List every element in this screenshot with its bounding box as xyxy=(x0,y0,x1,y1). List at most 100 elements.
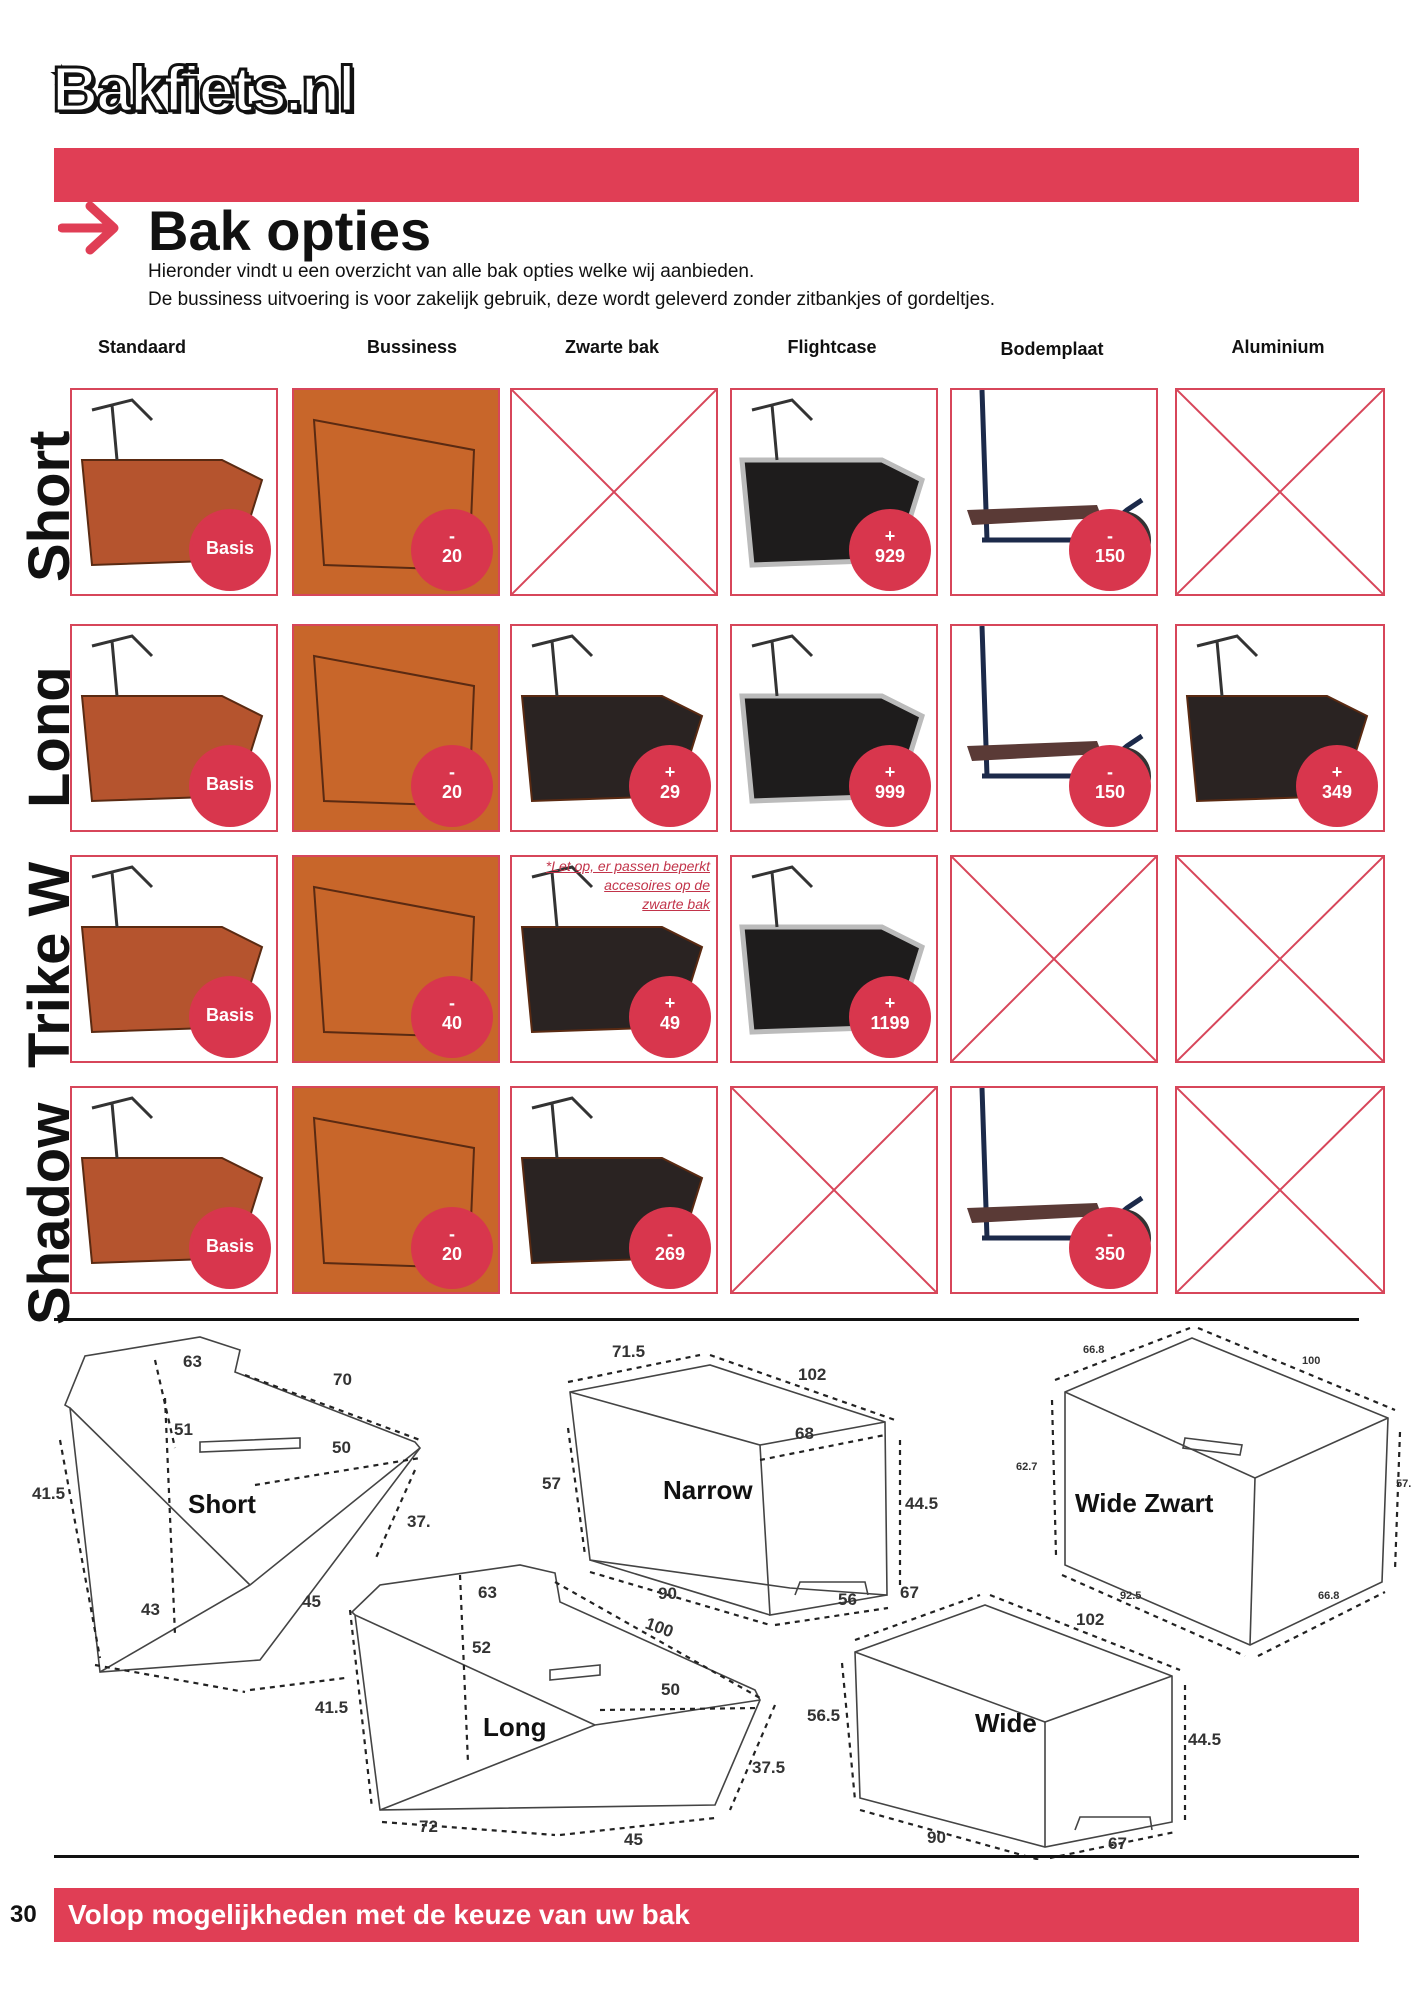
short-box-drawing xyxy=(64,1336,422,1673)
option-cell-trike-w-bussiness: -40 xyxy=(292,855,500,1063)
long-dim-8: 45 xyxy=(624,1830,643,1849)
price-badge-sign: - xyxy=(449,993,455,1013)
price-badge-value: 29 xyxy=(659,782,681,802)
option-cell-shadow-bussiness: -20 xyxy=(292,1086,500,1294)
price-badge: +49 xyxy=(632,979,708,1055)
narrow-dim-7: 56 xyxy=(838,1590,857,1609)
wide-dim-2: 102 xyxy=(1076,1610,1105,1629)
narrow-dim-3: 68 xyxy=(795,1424,814,1443)
price-badge-value: Basis xyxy=(205,774,255,794)
option-cell-long-flightcase: +999 xyxy=(730,624,938,832)
not-available-cross-icon xyxy=(512,390,716,594)
option-cell-trike-w-zwarte-bak: +49 xyxy=(510,855,718,1063)
price-badge: +999 xyxy=(852,748,928,824)
price-badge-value: 49 xyxy=(659,1013,681,1033)
short-dim-3: 51 xyxy=(174,1420,193,1439)
price-badge-value: Basis xyxy=(205,538,255,558)
wide-zwart-dim-1: 66.8 xyxy=(1083,1344,1105,1356)
price-badge-sign: - xyxy=(449,1224,455,1244)
short-dim-2: 70 xyxy=(333,1370,352,1389)
not-available-cross-icon xyxy=(952,857,1156,1061)
price-badge-sign: - xyxy=(1107,526,1113,546)
option-cell-short-flightcase: +929 xyxy=(730,388,938,596)
price-badge-sign: + xyxy=(884,526,896,546)
price-badge-sign: - xyxy=(1107,762,1113,782)
option-cell-long-aluminium: +349 xyxy=(1175,624,1385,832)
trike-note-line-3: zwarte bak xyxy=(642,896,710,912)
price-badge-sign: - xyxy=(449,526,455,546)
long-dim-4: 50 xyxy=(661,1680,680,1699)
wide-dim-6: 67 xyxy=(1108,1834,1127,1853)
wide-zwart-dim-5: 92.5 xyxy=(1120,1590,1142,1602)
option-cell-shadow-bodemplaat: -350 xyxy=(950,1086,1158,1294)
diagram-label-long: Long xyxy=(483,1712,547,1742)
wide-box-drawing xyxy=(854,1604,1173,1848)
price-badge-value: 20 xyxy=(441,1244,463,1264)
option-cell-shadow-zwarte-bak: -269 xyxy=(510,1086,718,1294)
price-badge-value: 929 xyxy=(874,546,906,566)
short-dim-7: 43 xyxy=(141,1600,160,1619)
price-badge: Basis xyxy=(192,748,268,824)
option-cell-shadow-flightcase xyxy=(730,1086,938,1294)
logo-star-icon: ★ xyxy=(50,60,74,90)
price-badge: Basis xyxy=(192,979,268,1055)
price-badge: -350 xyxy=(1072,1210,1148,1286)
brand-logo: Bakfiets.nl xyxy=(51,52,358,127)
long-dim-7: 72 xyxy=(419,1817,438,1836)
short-dim-6: 37. xyxy=(407,1512,431,1531)
price-badge-sign: + xyxy=(884,762,896,782)
wide-dim-3: 56.5 xyxy=(807,1706,841,1725)
price-badge-value: 40 xyxy=(441,1013,463,1033)
not-available-cross-icon xyxy=(732,1088,936,1292)
wide-dim-1: 67 xyxy=(900,1583,919,1602)
column-header-aluminium: Aluminium xyxy=(1231,337,1325,357)
price-badge: -20 xyxy=(414,748,490,824)
not-available-cross-icon xyxy=(1177,390,1383,594)
price-badge-value: Basis xyxy=(205,1005,255,1025)
narrow-dim-5: 44.5 xyxy=(905,1494,939,1513)
arrow-right-icon xyxy=(58,201,119,255)
not-available-cross-icon xyxy=(1177,1088,1383,1292)
long-box-drawing xyxy=(350,1564,761,1811)
diagram-label-short: Short xyxy=(188,1489,256,1519)
column-header-flightcase: Flightcase xyxy=(787,337,877,357)
price-badge-value: 20 xyxy=(441,782,463,802)
short-dim-4: 50 xyxy=(332,1438,351,1457)
price-badge-value: 350 xyxy=(1094,1244,1126,1264)
long-dim-3: 52 xyxy=(472,1638,491,1657)
price-badge: -150 xyxy=(1072,512,1148,588)
price-badge-value: Basis xyxy=(205,1236,255,1256)
narrow-dim-2: 102 xyxy=(798,1365,827,1384)
price-badge-value: 349 xyxy=(1321,782,1353,802)
price-badge-sign: + xyxy=(884,993,896,1013)
option-cell-short-zwarte-bak xyxy=(510,388,718,596)
trike-note: *Let op, er passen beperkt accesoires op… xyxy=(510,857,710,914)
narrow-dim-6: 90 xyxy=(658,1584,677,1603)
short-dim-5: 41.5 xyxy=(32,1484,66,1503)
price-badge-value: 150 xyxy=(1094,546,1126,566)
price-badge-sign: + xyxy=(664,993,676,1013)
option-cell-long-bodemplaat: -150 xyxy=(950,624,1158,832)
long-dim-5: 41.5 xyxy=(315,1698,349,1717)
intro-line-1: Hieronder vindt u een overzicht van alle… xyxy=(148,261,755,282)
price-badge-sign: - xyxy=(449,762,455,782)
wide-zwart-box-drawing xyxy=(1064,1337,1389,1646)
price-badge: +1199 xyxy=(852,979,928,1055)
price-badge: Basis xyxy=(192,1210,268,1286)
trike-note-line-1: *Let op, er passen beperkt xyxy=(545,858,710,874)
option-cell-long-zwarte-bak: +29 xyxy=(510,624,718,832)
footer-band xyxy=(54,1888,1359,1942)
diagram-label-wide-zwart: Wide Zwart xyxy=(1075,1488,1214,1518)
column-header-standaard: Standaard xyxy=(97,337,187,357)
price-badge: +349 xyxy=(1299,748,1375,824)
price-badge-sign: - xyxy=(1107,1224,1113,1244)
price-badge-value: 1199 xyxy=(870,1013,910,1033)
option-cell-long-bussiness: -20 xyxy=(292,624,500,832)
price-badge-value: 999 xyxy=(874,782,906,802)
price-badge: -150 xyxy=(1072,748,1148,824)
column-header-bodemplaat: Bodemplaat xyxy=(1000,339,1104,359)
diagram-label-narrow: Narrow xyxy=(663,1475,753,1505)
page-number: 30 xyxy=(10,1901,37,1928)
long-dim-6: 37.5 xyxy=(752,1758,786,1777)
price-badge-sign: + xyxy=(1331,762,1343,782)
